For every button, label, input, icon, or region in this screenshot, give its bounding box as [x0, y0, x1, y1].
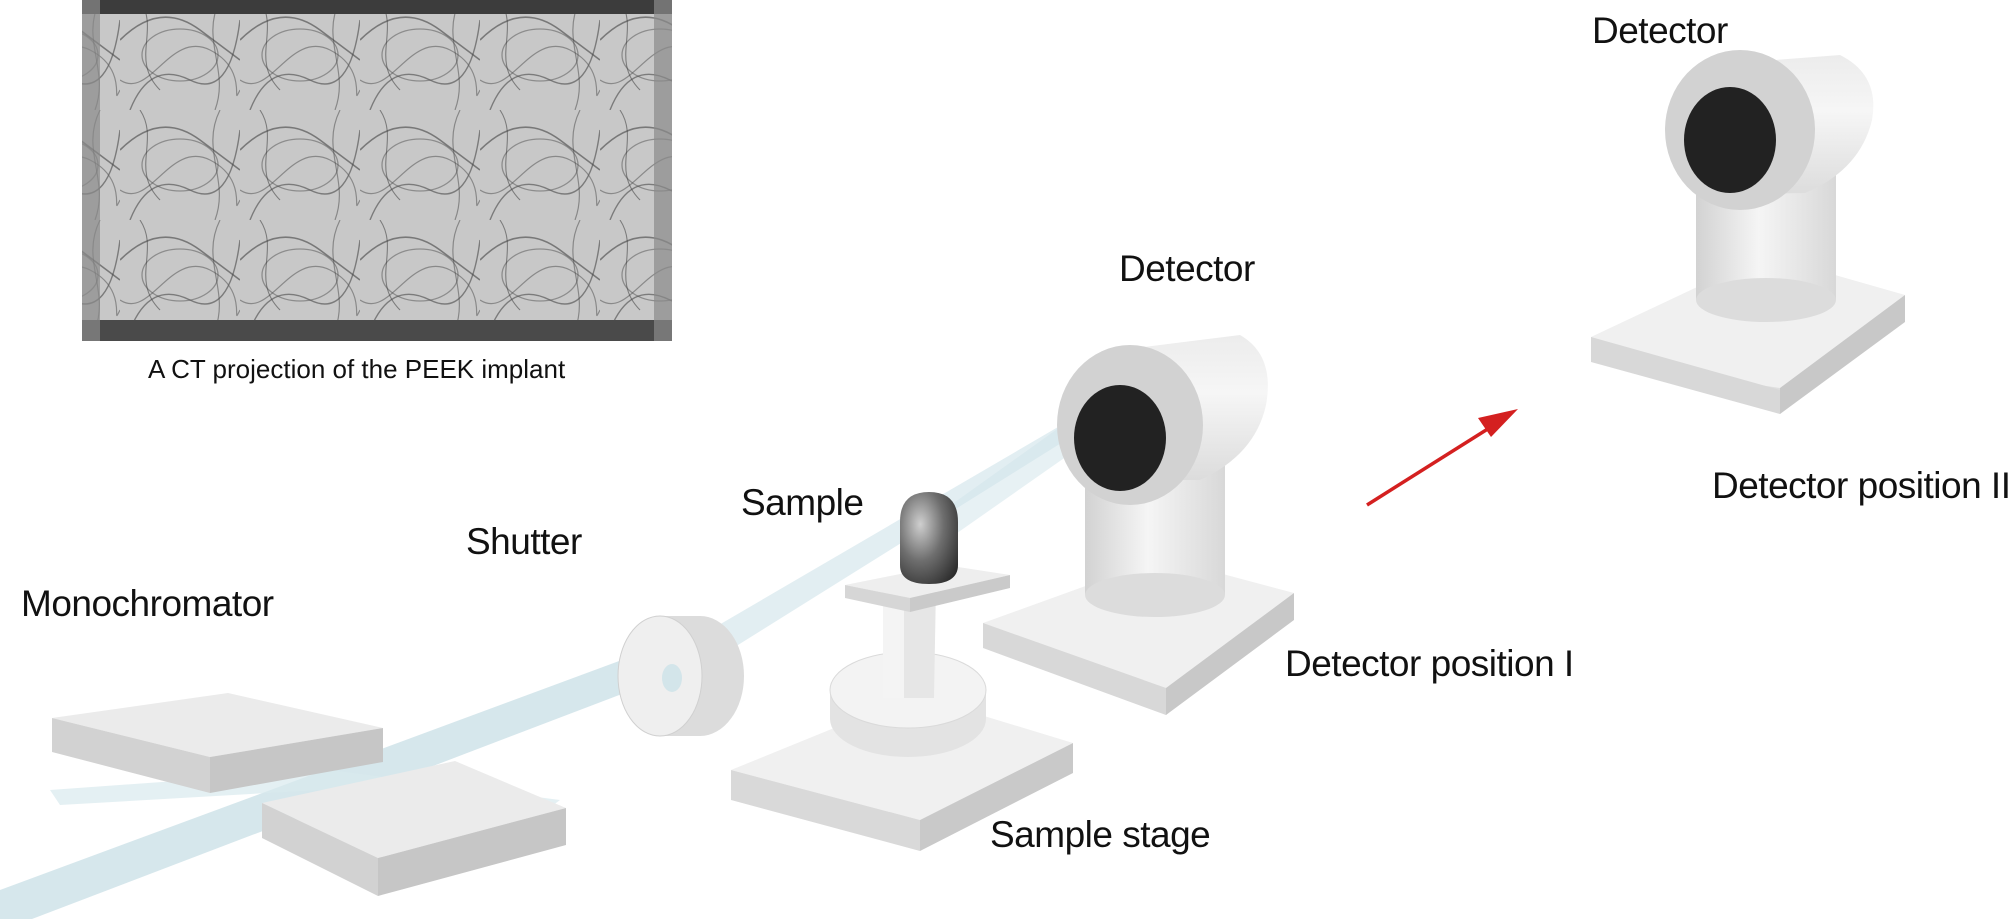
- detector-position-1-label: Detector position I: [1285, 643, 1574, 684]
- shutter-disk: [617, 615, 744, 737]
- detector-1: [983, 335, 1294, 715]
- detector-2: [1591, 50, 1905, 414]
- sample-capsule: [900, 492, 958, 584]
- sample-stage-label: Sample stage: [990, 814, 1211, 855]
- detector-2-label: Detector: [1592, 10, 1728, 51]
- ct-projection-image: [82, 0, 672, 341]
- sample-label: Sample: [741, 482, 864, 523]
- detector-position-2-label: Detector position II: [1712, 465, 2008, 506]
- sample-stage: [731, 565, 1073, 851]
- shutter-label: Shutter: [466, 521, 582, 562]
- detector-move-arrow: [1366, 409, 1518, 507]
- monochromator-crystals: [52, 693, 566, 896]
- ct-image-caption: A CT projection of the PEEK implant: [148, 354, 566, 384]
- detector-1-label: Detector: [1119, 248, 1255, 289]
- monochromator-label: Monochromator: [21, 583, 274, 624]
